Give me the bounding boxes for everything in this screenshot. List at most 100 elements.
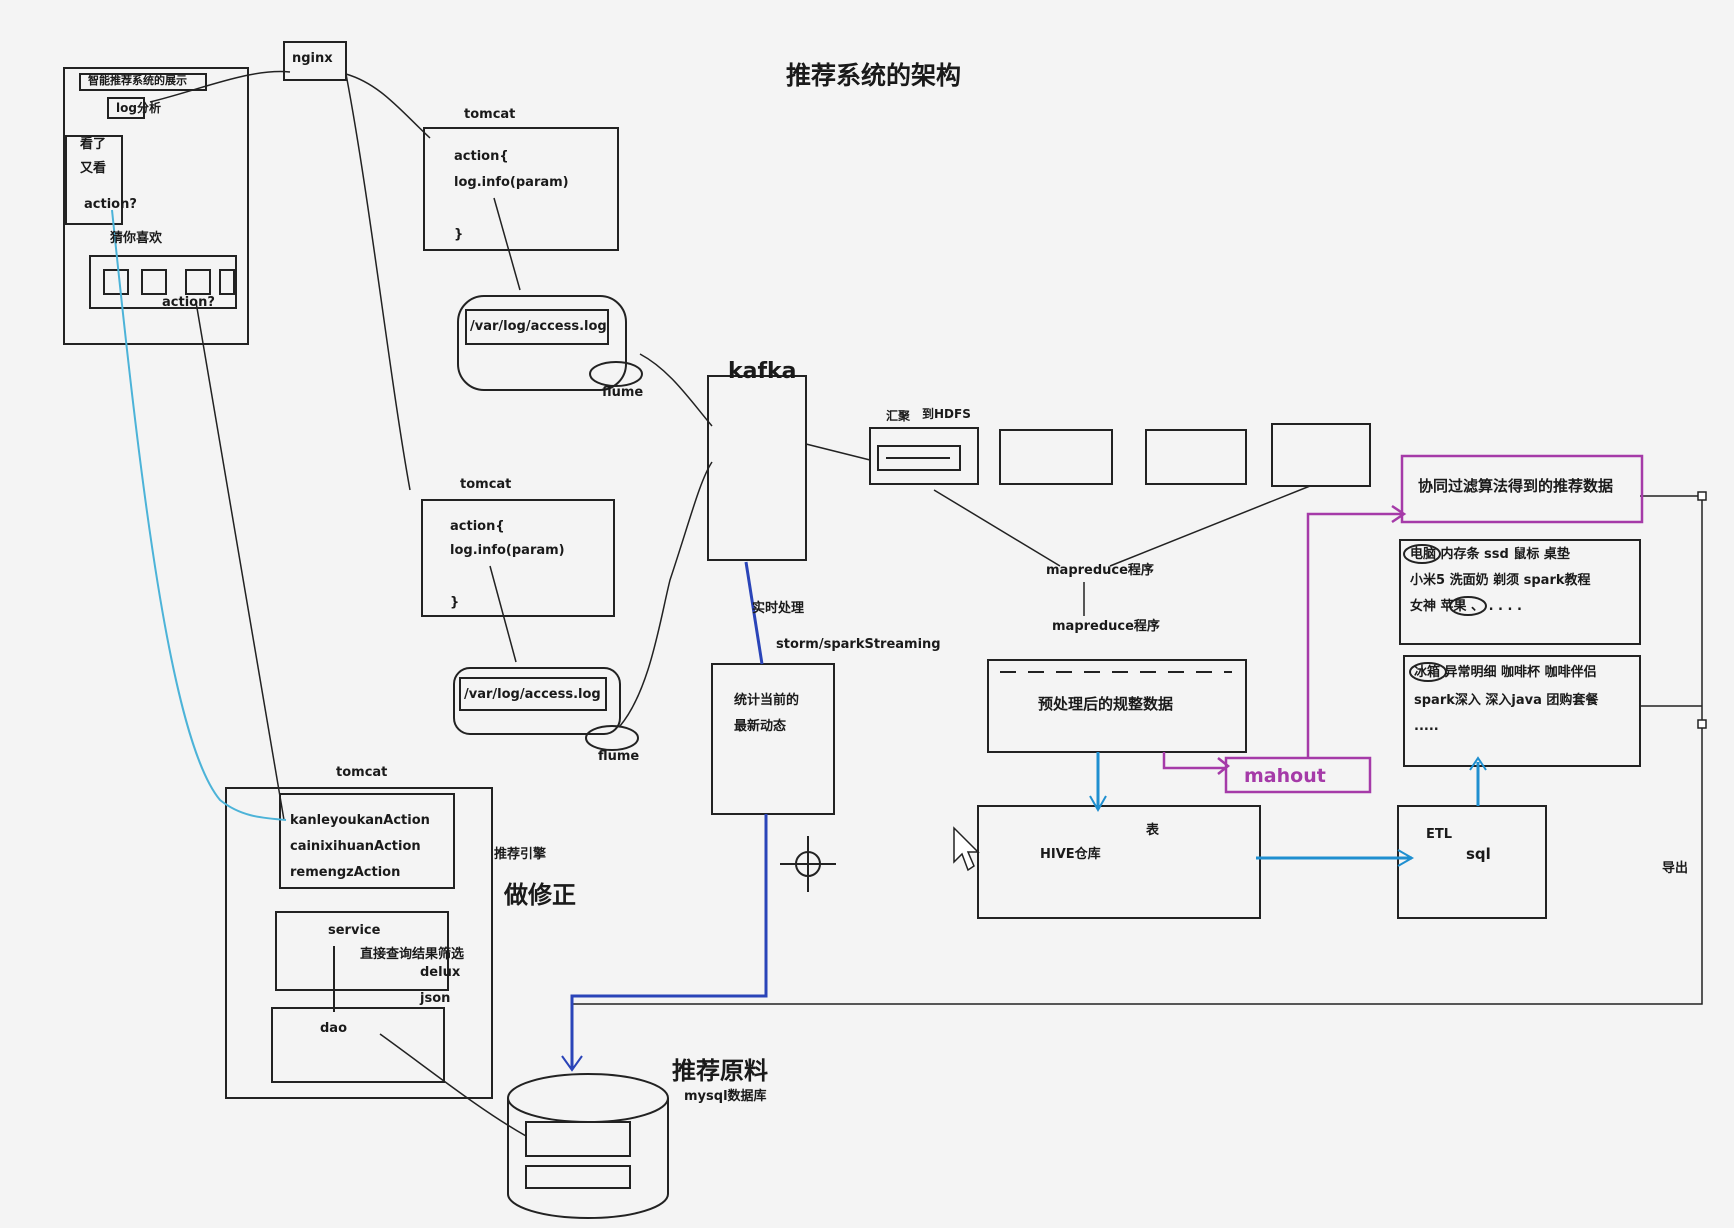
service-note-1: 直接查询结果筛选 <box>360 947 465 962</box>
fix-label: 做修正 <box>504 881 576 909</box>
tomcat2-line-3: } <box>450 595 460 610</box>
action-item-3: remengzAction <box>290 865 401 880</box>
cf-result-box <box>1400 454 1644 524</box>
flume1-kafka-line <box>639 353 713 427</box>
loop-handle-1 <box>1697 491 1707 501</box>
etl-sql-label: sql <box>1466 845 1491 863</box>
clean-hive-head <box>1089 795 1107 813</box>
saw-line-1: 看了 <box>80 137 107 152</box>
realtime-box-line-1: 统计当前的 <box>734 693 800 708</box>
circle-pingguo <box>1449 596 1487 616</box>
mahout-head-2 <box>1391 504 1407 524</box>
kafka-hdfs-line <box>805 443 871 461</box>
dao-db-line <box>379 1033 527 1137</box>
realtime-db-line <box>570 814 768 1068</box>
result1-box <box>1399 539 1641 645</box>
nginx-label: nginx <box>292 51 333 66</box>
mahout-cf-line <box>1306 512 1402 758</box>
db-label: 推荐原料 <box>672 1057 768 1085</box>
etl-label: ETL <box>1426 827 1453 842</box>
realtime-label: 实时处理 <box>752 601 805 616</box>
flume2-ellipse <box>585 725 639 751</box>
action-q-2: action? <box>162 295 215 310</box>
hive-etl-head <box>1397 849 1415 867</box>
hdfs-box-2 <box>999 429 1113 485</box>
action-item-2: cainixihuanAction <box>290 839 421 854</box>
guess-item-1 <box>103 269 129 295</box>
guess-item-3 <box>185 269 211 295</box>
log-box <box>107 97 145 119</box>
hive-label: HIVE仓库 <box>1040 847 1101 862</box>
log2-outer <box>453 667 621 735</box>
banner-box <box>79 73 207 91</box>
result1-line-3: 女神 苹果 、 . . . . <box>1410 599 1522 614</box>
action-item-1: kanleyoukanAction <box>290 813 430 828</box>
hdfs-box-1-inner <box>877 445 961 471</box>
realtime-box-line-2: 最新动态 <box>734 719 787 734</box>
log1-outer <box>457 295 627 391</box>
nginx-tomcat2-line <box>345 73 411 491</box>
cursor-icon <box>953 826 980 872</box>
hdfs-label: 汇聚 <box>886 409 911 423</box>
result1-line-1: 电脑 内存条 ssd 鼠标 桌垫 <box>1410 547 1570 562</box>
tomcat2-box <box>421 499 615 617</box>
hdfs-mr-line-1 <box>933 489 1061 567</box>
hdfs-box-3 <box>1145 429 1247 485</box>
saw-box <box>65 135 123 225</box>
log1-label: /var/log/access.log <box>470 319 607 334</box>
tomcat2-label: tomcat <box>460 477 512 492</box>
clean-data-box <box>987 659 1247 753</box>
dao-label: dao <box>320 1021 348 1036</box>
nginx-box <box>283 41 347 81</box>
hdfs-box-1 <box>869 427 979 485</box>
mahout-head-1 <box>1217 757 1231 775</box>
tomcat2-line-1: action{ <box>450 519 505 534</box>
tomcat1-line-3: } <box>454 227 464 242</box>
hive-table-label: 表 <box>1146 823 1160 838</box>
realtime-box <box>711 663 835 815</box>
hdfs-box-4 <box>1271 423 1371 487</box>
db-cylinder <box>507 1073 669 1219</box>
export-loop-line <box>572 495 1703 1005</box>
guess-item-4 <box>219 269 235 295</box>
circle-diannao <box>1403 544 1441 564</box>
result2-box <box>1403 655 1641 767</box>
browser-tomcat3-line <box>195 301 285 821</box>
circle-bingxiang <box>1409 662 1447 682</box>
tomcat2-line-2: log.info(param) <box>450 543 565 558</box>
diagram-title: 推荐系统的架构 <box>786 61 962 90</box>
guess-label: 猜你喜欢 <box>110 231 163 246</box>
kafka-label: kafka <box>728 359 797 384</box>
flume1-ellipse <box>589 361 643 387</box>
log2-label: /var/log/access.log <box>464 687 601 702</box>
engine-label: 推荐引擎 <box>494 847 547 862</box>
hdfs-label-2: 到HDFS <box>922 407 971 421</box>
realtime-tech: storm/sparkStreaming <box>776 637 941 652</box>
tomcat2-log-line <box>489 565 517 663</box>
tomcat1-label: tomcat <box>464 107 516 122</box>
log2-inner <box>459 677 607 711</box>
kafka-box <box>707 375 807 561</box>
action-q-1: action? <box>84 197 137 212</box>
flume2-label: flume <box>598 749 640 764</box>
tomcat1-box <box>423 127 619 251</box>
mapreduce-1: mapreduce程序 <box>1046 563 1154 578</box>
guess-item-2 <box>141 269 167 295</box>
flume1-label: flume <box>602 385 644 400</box>
mahout-label: mahout <box>1244 765 1326 787</box>
browser-panel <box>63 67 249 345</box>
guess-box <box>89 255 237 309</box>
tomcat1-log-line <box>493 197 521 291</box>
export-label: 导出 <box>1662 861 1689 876</box>
result1-line-2: 小米5 洗面奶 剃须 spark教程 <box>1410 573 1591 588</box>
clean-mahout-line <box>1162 752 1226 770</box>
db-slot-1 <box>525 1121 631 1157</box>
dao-box <box>271 1007 445 1083</box>
tomcat3-label: tomcat <box>336 765 388 780</box>
mahout-box <box>1224 756 1372 794</box>
clean-data-label: 预处理后的规整数据 <box>1038 695 1174 713</box>
etl-box <box>1397 805 1547 919</box>
result2-line-1: 冰箱 异常明细 咖啡杯 咖啡伴侣 <box>1414 665 1597 680</box>
etl-result-head <box>1469 756 1487 771</box>
